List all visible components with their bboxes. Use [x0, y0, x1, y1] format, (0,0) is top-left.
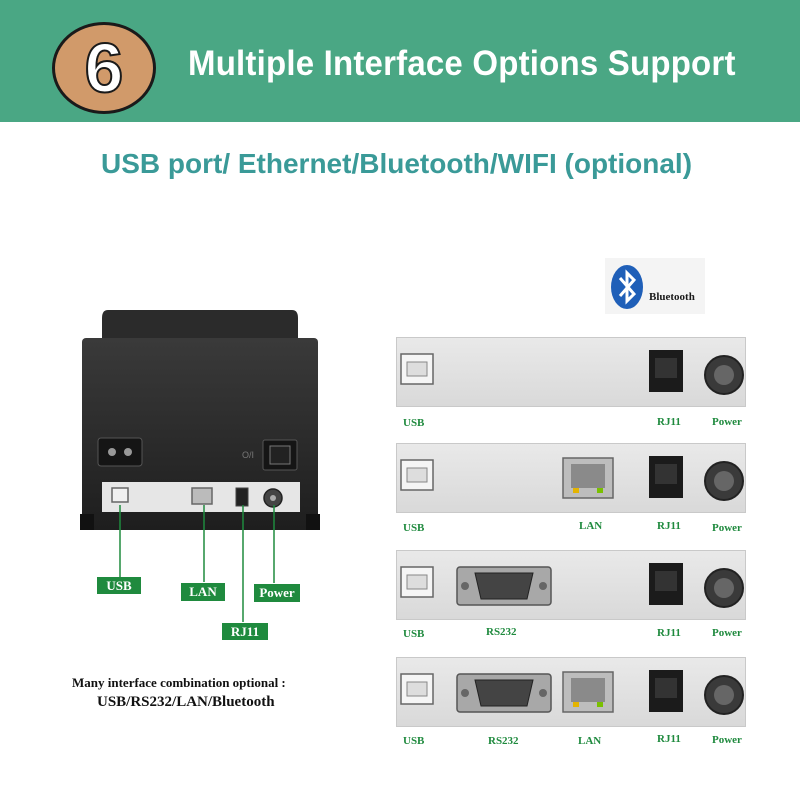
panel-3-ports	[400, 563, 744, 608]
header-title: Multiple Interface Options Support	[188, 42, 736, 83]
panel-2-ports	[400, 456, 744, 501]
panel-3-rs232-label: RS232	[486, 626, 517, 638]
panel-2-lan-label: LAN	[579, 520, 603, 532]
panel-2-usb-label: USB	[403, 522, 425, 534]
interface-panel-2	[396, 443, 746, 513]
panel-2-rj11-label: RJ11	[657, 520, 681, 532]
panel-4-usb-label: USB	[403, 735, 425, 747]
panel-3-power-label: Power	[712, 627, 742, 639]
bluetooth-logo: Bluetooth	[605, 258, 705, 314]
panel-4-rj11-label: RJ11	[657, 733, 681, 745]
panel-1-usb-label: USB	[403, 417, 425, 429]
number-badge: 6	[52, 22, 156, 114]
printer-label-power: Power	[254, 584, 300, 602]
printer-illustration: O/I	[80, 310, 320, 530]
panel-4-rs232-label: RS232	[488, 735, 519, 747]
panel-4-lan-label: LAN	[578, 735, 602, 747]
panel-1-rj11-label: RJ11	[657, 416, 681, 428]
svg-text:O/I: O/I	[242, 450, 254, 460]
panel-3-rj11-label: RJ11	[657, 627, 681, 639]
combination-note: Many interface combination optional :	[72, 675, 286, 690]
interface-panel-4	[396, 657, 746, 727]
interface-panel-3	[396, 550, 746, 620]
printer-label-lan: LAN	[181, 583, 225, 601]
bluetooth-icon	[611, 265, 643, 309]
badge-number: 6	[84, 28, 125, 108]
interface-panel-1	[396, 337, 746, 407]
panel-4-power-label: Power	[712, 734, 742, 746]
panel-4-ports	[400, 670, 744, 715]
panel-3-usb-label: USB	[403, 628, 425, 640]
panel-2-power-label: Power	[712, 522, 742, 534]
panel-1-ports	[400, 350, 744, 395]
printer-label-rj11: RJ11	[222, 623, 268, 640]
header-banner: 6 Multiple Interface Options Support	[0, 0, 800, 122]
bluetooth-label: Bluetooth	[649, 291, 695, 303]
printer-back-view: O/I	[80, 310, 320, 530]
combination-list: USB/RS232/LAN/Bluetooth	[97, 694, 275, 710]
printer-label-usb: USB	[97, 577, 141, 594]
panel-1-power-label: Power	[712, 416, 742, 428]
subtitle: USB port/ Ethernet/Bluetooth/WIFI (optio…	[101, 148, 693, 179]
